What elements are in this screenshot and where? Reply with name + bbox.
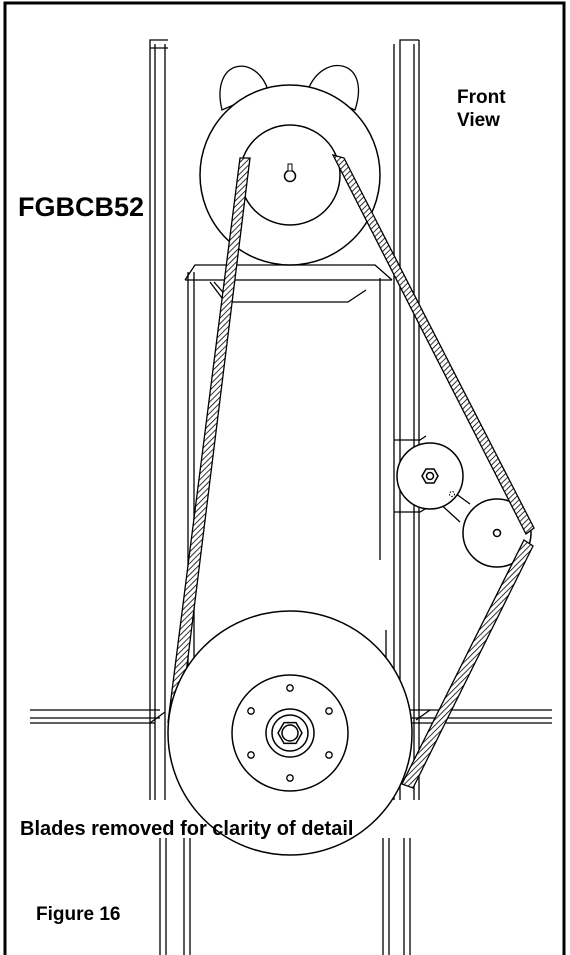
figure-number-label: Figure 16: [36, 904, 121, 925]
view-label-line1: Front: [457, 87, 506, 108]
view-label-line2: View: [457, 110, 500, 131]
motor-bracket: [184, 264, 393, 303]
motor-housing: [219, 65, 360, 111]
diagram-caption: Blades removed for clarity of detail: [20, 818, 354, 840]
spindle-pulley: [167, 610, 413, 856]
spindle-bolt-holes: [247, 684, 333, 782]
view-label: Front View: [457, 86, 506, 132]
motor-pulley: [199, 84, 381, 266]
tensioner-pulley: [462, 498, 532, 568]
deck-rails: [30, 709, 552, 724]
drive-belt: [167, 153, 535, 789]
model-number-label: FGBCB52: [18, 192, 145, 222]
idler-pulley-hex: [396, 442, 464, 510]
page-border: [3, 1, 566, 955]
